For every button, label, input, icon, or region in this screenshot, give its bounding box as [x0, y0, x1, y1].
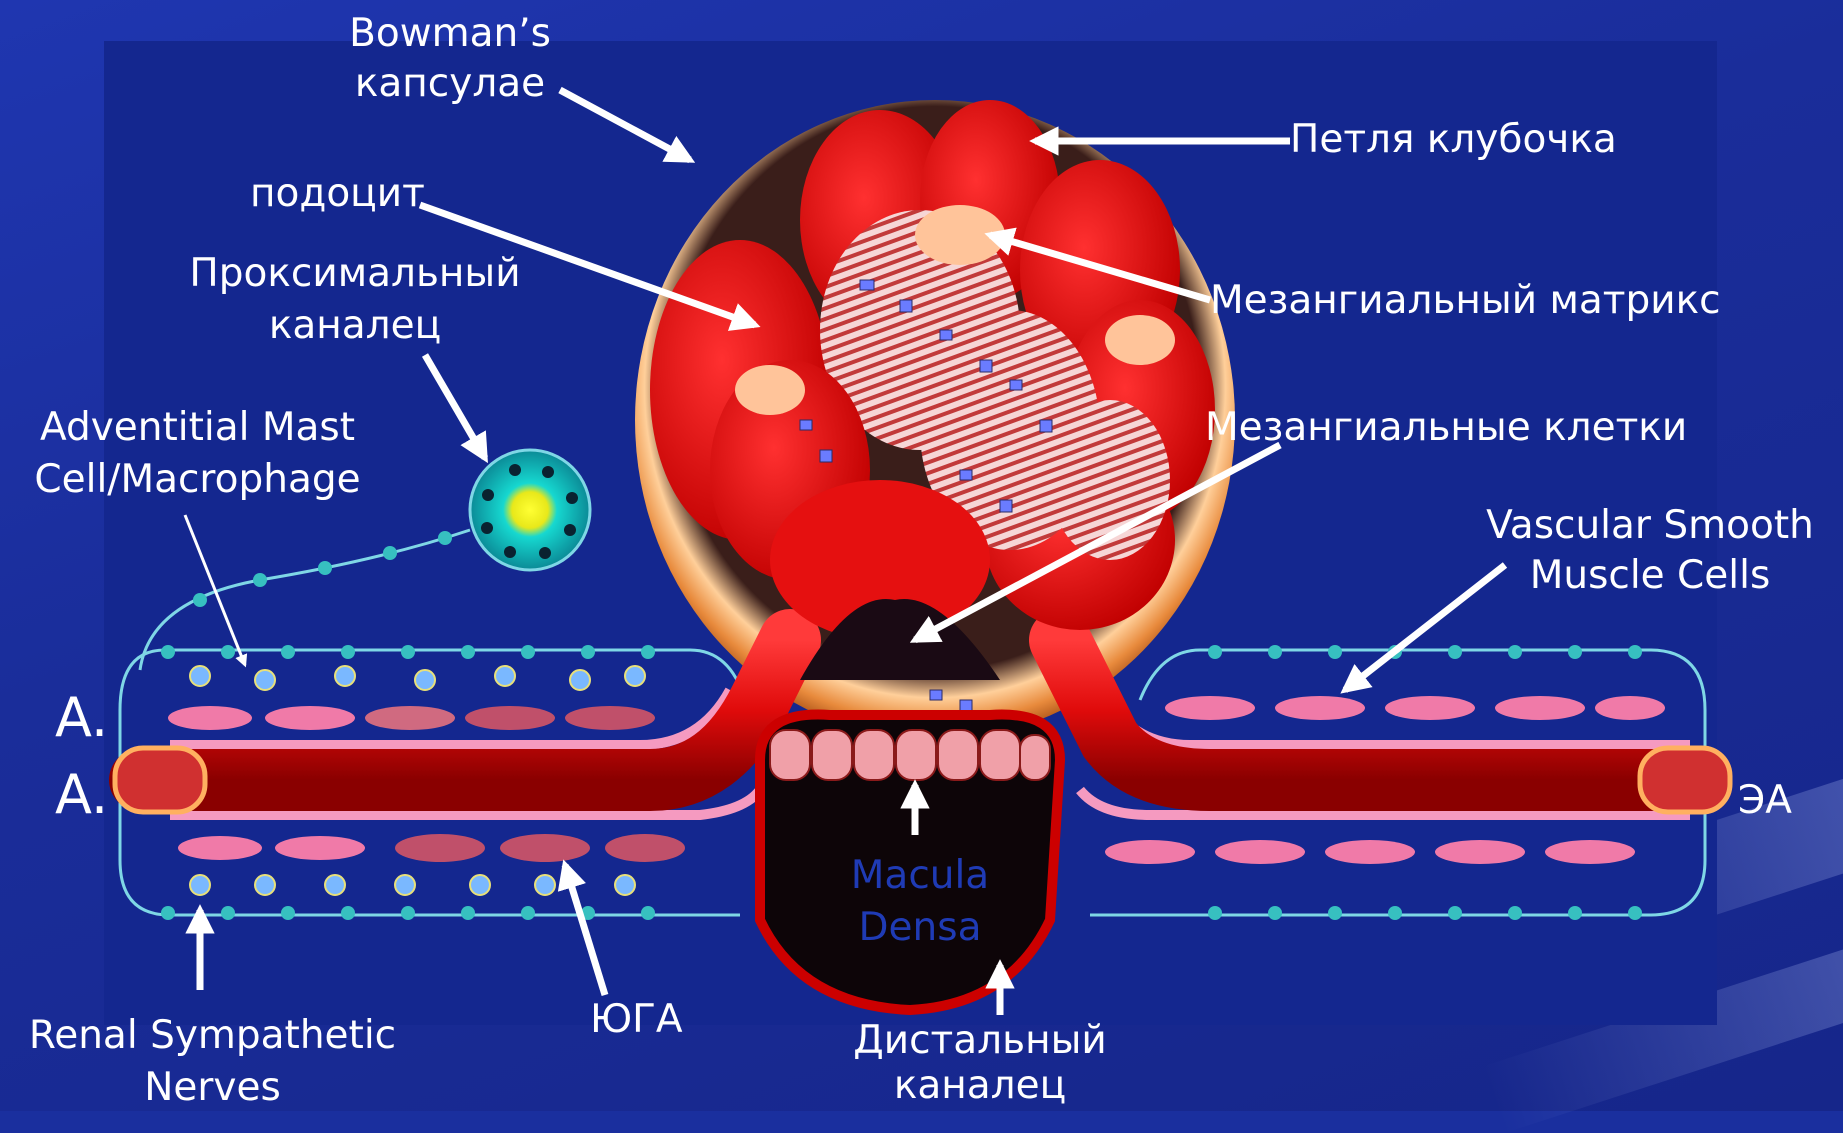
- label-jga: ЮГА: [590, 994, 683, 1046]
- nerve-fibre-beads: [193, 531, 452, 607]
- mast-cell: [470, 450, 590, 570]
- label-mast-line2: Cell/Macrophage: [0, 454, 395, 506]
- label-aa-line1: A.: [55, 690, 108, 746]
- label-podocyte: подоцит: [250, 168, 425, 220]
- label-vsmc-line1: Vascular Smooth: [1455, 500, 1843, 552]
- label-aa-line2: A.: [55, 767, 108, 823]
- label-ea: ЭА: [1738, 775, 1792, 827]
- label-distal-line2: каналец: [830, 1060, 1130, 1112]
- label-bowman-line1: Bowman’s: [320, 8, 580, 60]
- label-glomerular-loop: Петля клубочка: [1290, 114, 1617, 166]
- label-renal-line1: Renal Sympathetic: [0, 1010, 425, 1062]
- mast-cell-pointer: [185, 515, 245, 665]
- label-bowman-line2: капсулае: [320, 58, 580, 110]
- label-macula-line2: Densa: [820, 902, 1020, 954]
- label-renal-line2: Nerves: [0, 1062, 425, 1114]
- label-vsmc-line2: Muscle Cells: [1455, 550, 1843, 602]
- label-mesangial-cells: Мезангиальные клетки: [1205, 402, 1687, 454]
- label-proximal-line2: каналец: [150, 300, 560, 352]
- label-proximal-line1: Проксимальный: [150, 248, 560, 300]
- label-mesangial-matrix: Мезангиальный матрикс: [1210, 275, 1721, 327]
- label-mast-line1: Adventitial Mast: [0, 402, 395, 454]
- label-macula-line1: Macula: [820, 850, 1020, 902]
